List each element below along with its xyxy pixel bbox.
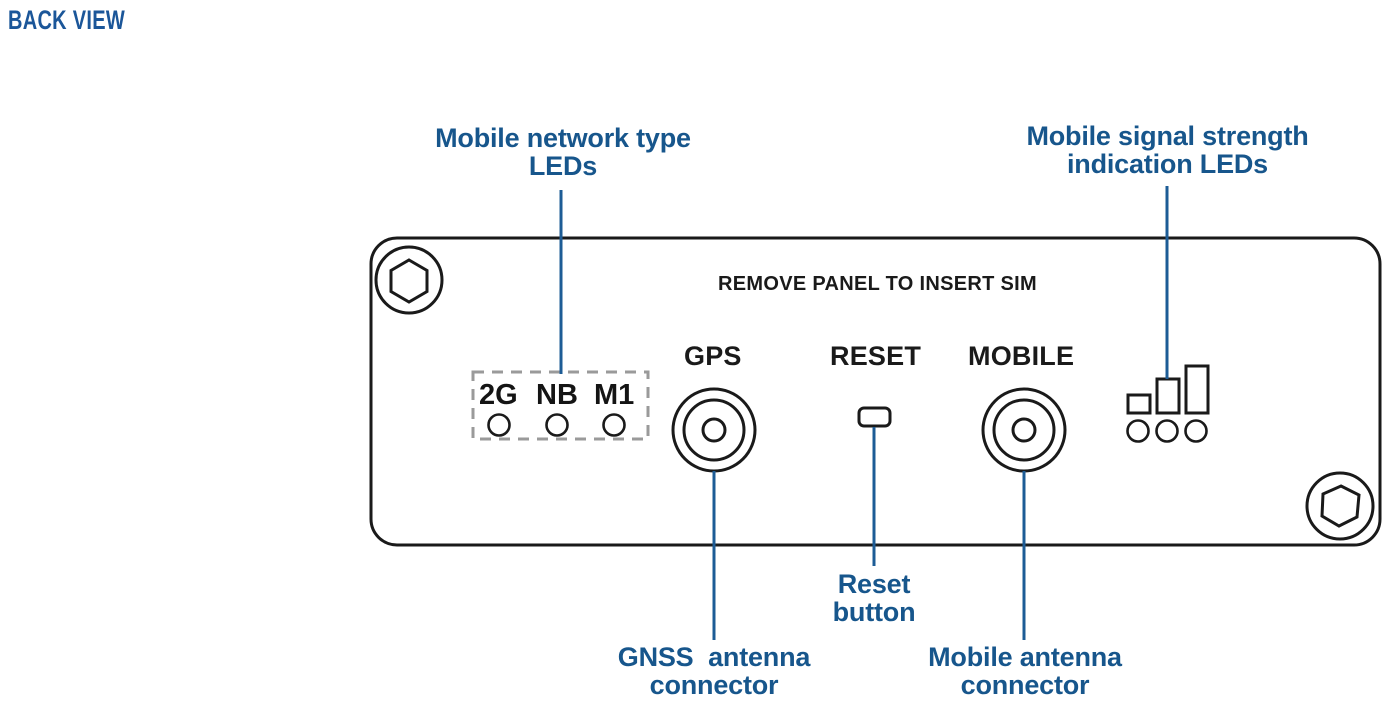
signal-bar-2 [1155,377,1181,415]
signal-strength-indicator [1126,364,1210,443]
network-type-led-dashed-outline [471,370,650,441]
callout-mobile-signal-strength-leds: Mobile signal strength indication LEDs [1026,121,1309,180]
signal-bar-1 [1126,393,1152,415]
led-2g-indicator [487,413,511,437]
mobile-connector[interactable] [981,387,1067,473]
signal-bar-3 [1184,364,1210,415]
callout-mobile-network-type-leds: Mobile network type LEDs [435,123,691,182]
callout-mobile-antenna-connector: Mobile antenna connector [928,642,1122,701]
callout-reset-button: Reset button [832,569,916,628]
sim-insert-notice: REMOVE PANEL TO INSERT SIM [718,273,1037,295]
led-m1-indicator [602,413,626,437]
page-title: BACK VIEW [8,5,126,35]
gps-port-label: GPS [684,341,742,371]
led-label-nb: NB [536,379,578,411]
reset-button[interactable] [857,406,892,428]
led-nb-indicator [545,413,569,437]
signal-led-3 [1184,419,1208,443]
network-type-led-group [471,370,650,441]
reset-port-label: RESET [830,341,922,371]
signal-led-1 [1126,419,1150,443]
mobile-port-label: MOBILE [968,341,1075,371]
gps-connector[interactable] [671,387,757,473]
signal-led-2 [1155,419,1179,443]
led-label-m1: M1 [594,379,635,411]
hex-screw-top-left [374,245,444,315]
led-label-2g: 2G [479,379,518,411]
hex-screw-bottom-right [1305,471,1375,541]
callout-gnss-antenna-connector: GNSS antenna connector [617,642,811,701]
